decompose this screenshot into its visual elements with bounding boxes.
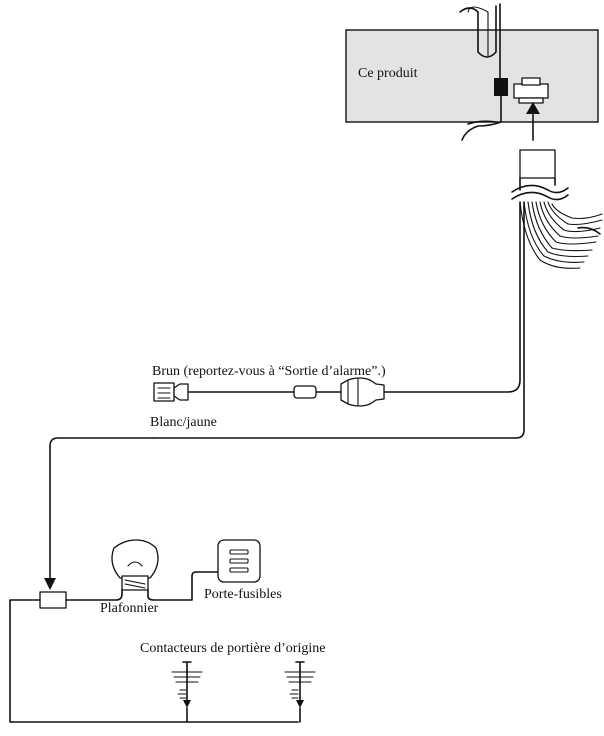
brown-wire-label: Brun (reportez-vous à “Sortie d’alarme”.…	[152, 364, 386, 379]
wire-bundle	[519, 201, 603, 269]
fuse-holder-label: Porte-fusibles	[204, 587, 282, 602]
dome-light-circuit: Plafonnier Porte-fusibles Contacteurs de…	[9, 539, 325, 723]
door-switch-right-icon	[284, 661, 316, 723]
product-label: Ce produit	[358, 66, 418, 81]
product-unit: Ce produit	[345, 3, 599, 141]
junction-box	[39, 591, 67, 609]
dome-light-bulb-icon	[111, 539, 159, 591]
white-yellow-wire	[44, 201, 525, 590]
product-cable	[459, 3, 508, 141]
brown-wire	[153, 201, 521, 407]
product-body	[345, 29, 599, 123]
product-socket	[513, 77, 549, 104]
door-switches-label: Contacteurs de portière d’origine	[140, 641, 325, 656]
dome-light-label: Plafonnier	[100, 601, 159, 616]
door-switch-left-icon	[171, 661, 203, 723]
harness-plug	[511, 149, 569, 201]
connect-arrow	[526, 102, 540, 141]
fuse-holder-icon	[217, 539, 261, 583]
white-yellow-wire-label: Blanc/jaune	[150, 415, 217, 430]
black-connector	[494, 78, 508, 96]
